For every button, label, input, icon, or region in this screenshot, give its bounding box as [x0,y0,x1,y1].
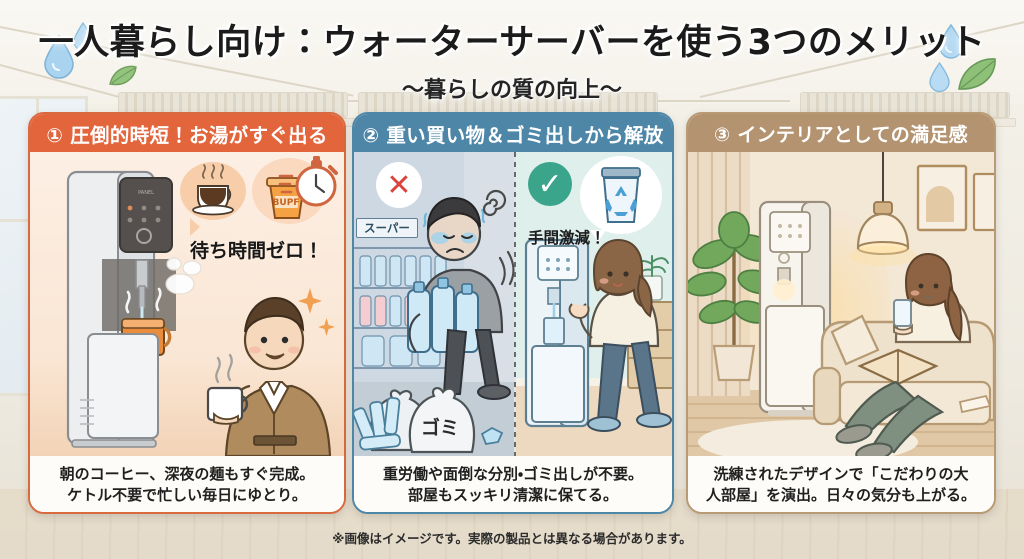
check-mark-icon: ✓ [528,162,572,206]
card-3-caption-line1: 洗練されたデザインで「こだわりの大 [713,465,969,484]
svg-text:BUPF: BUPF [273,198,300,208]
card-3-caption: 洗練されたデザインで「こだわりの大 人部屋」を演出。日々の気分も上がる。 [688,456,994,512]
card-2-heading: ② 重い買い物＆ゴミ出しから解放 [354,114,672,152]
card-3-heading: ③ インテリアとしての満足感 [688,114,994,152]
card-1-caption-line2: ケトル不要で忙しい毎日にゆとり。 [67,486,307,504]
water-server-illustration [524,238,590,428]
dizzy-icon [482,189,507,217]
card-2-illustration: スーパー [354,152,672,456]
speech-tail [190,218,200,236]
svg-text:PANEL: PANEL [138,190,154,196]
card-2-caption-line2: 部屋もスッキリ清潔に保てる。 [407,486,618,504]
stopwatch-icon [278,154,340,218]
leaf-icon [108,64,138,88]
title-block: 一人暮らし向け：ウォーターサーバーを使う3つのメリット ～暮らしの質の向上～ [0,14,1024,104]
book-icon [958,394,992,414]
man-with-mug-illustration [206,296,332,456]
woman-pouring-water [568,238,672,432]
scene-divider [514,152,516,456]
recycle-bin-icon [580,156,662,234]
pendant-lamp-icon [849,152,917,266]
speech-tail [590,230,606,242]
page-title: 一人暮らし向け：ウォーターサーバーを使う3つのメリット [38,23,986,63]
water-drop-icon [72,21,94,52]
man-carrying-bottles [407,189,515,400]
store-sign: スーパー [356,218,418,238]
card-2-right-scene: ✓ [516,152,672,456]
water-drop-icon [938,23,964,59]
coffee-cup-icon [180,162,246,220]
sparkle-icon [318,318,335,336]
card-1-caption: 朝のコーヒー、深夜の麺もすぐ完成。 ケトル不要で忙しい毎日にゆとり。 [30,456,344,512]
water-server-illustration: PANEL [66,170,202,448]
sparkle-icon [298,288,322,314]
card-1-badge-text: 待ち時間ゼロ！ [190,240,324,262]
water-drop-icon [42,34,76,79]
card-1-heading: ① 圧倒的時短！お湯がすぐ出る [30,114,344,152]
benefit-card-1[interactable]: ① 圧倒的時短！お湯がすぐ出る PANEL [28,112,346,514]
card-3-illustration [688,152,994,456]
card-1-caption-line1: 朝のコーヒー、深夜の麺もすぐ完成。 [59,465,315,484]
sofa-with-woman [812,252,994,456]
card-2-left-scene: スーパー [354,152,515,456]
trash-bags-illustration: ゴミ [354,386,504,454]
card-1-illustration: PANEL [30,152,344,456]
card-2-caption-line1: 重労働や面倒な分別・ゴミ出しが不要。 [382,465,644,484]
card-2-caption: 重労働や面倒な分別・ゴミ出しが不要。 部屋もスッキリ清潔に保てる。 [354,456,672,512]
card-2-right-badge-text: 手間激減！ [528,229,606,247]
benefit-card-3[interactable]: ③ インテリアとしての満足感 [686,112,996,514]
water-drop-icon [928,61,951,93]
benefit-card-2[interactable]: ② 重い買い物＆ゴミ出しから解放 [352,112,674,514]
cross-mark-icon: ✕ [376,162,422,208]
card-3-caption-line2: 人部屋」を演出。日々の気分も上がる。 [705,486,976,504]
leaf-icon [956,56,998,92]
benefit-cards: ① 圧倒的時短！お湯がすぐ出る PANEL [0,112,1024,514]
trash-bag-label: ゴミ [421,416,459,439]
page-subtitle: ～暮らしの質の向上～ [401,78,622,103]
disclaimer-text: ※画像はイメージです。実際の製品とは異なる場合があります。 [332,531,692,546]
